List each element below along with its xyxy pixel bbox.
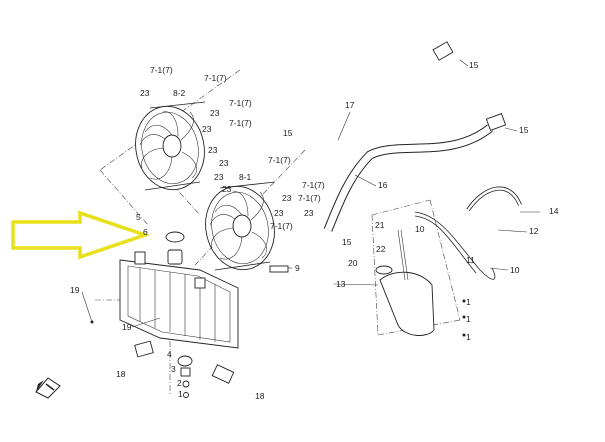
callout-label: 9 — [295, 263, 300, 273]
callout-label: 23 — [222, 184, 232, 194]
hose-17 — [310, 41, 454, 154]
leader-lines — [81, 59, 540, 328]
callout-label: 4 — [167, 349, 172, 359]
callout-label: 19 — [70, 285, 80, 295]
callout-label: 3 — [171, 364, 176, 374]
callout-label: 2 — [177, 378, 182, 388]
callout-label: 12 — [529, 226, 539, 236]
callout-label: 7-1(7) — [298, 193, 321, 203]
hardware — [90, 265, 466, 398]
callout-label: 23 — [214, 172, 224, 182]
callout-label: 10 — [510, 265, 520, 275]
callout-label: 23 — [274, 208, 284, 218]
callout-label: 7-1(7) — [302, 180, 325, 190]
callout-label: 15 — [469, 60, 479, 70]
callout-label: 20 — [348, 258, 358, 268]
hose-16 — [323, 113, 507, 232]
callout-label: 23 — [304, 208, 314, 218]
callout-label: 6 — [143, 227, 148, 237]
callout-label: 1 — [466, 297, 471, 307]
callout-label: 7-1(7) — [229, 98, 252, 108]
callout-label: 8-2 — [173, 88, 186, 98]
vent-tube — [414, 211, 496, 280]
callout-label: 7-1(7) — [270, 221, 293, 231]
callout-label: 21 — [375, 220, 385, 230]
callout-label: 23 — [202, 124, 212, 134]
callout-label: 23 — [210, 108, 220, 118]
callout-label: 15 — [342, 237, 352, 247]
callout-label: 23 — [140, 88, 150, 98]
yellow-pointer-arrow — [11, 210, 151, 260]
callout-label: 1 — [466, 314, 471, 324]
coolant-reservoir — [375, 229, 435, 336]
callout-label: 1 — [178, 389, 183, 399]
callout-label: 17 — [345, 100, 355, 110]
callout-label: 15 — [519, 125, 529, 135]
cooling-fan-upper — [135, 101, 206, 191]
callout-label: 23 — [282, 193, 292, 203]
callout-label: 11 — [466, 255, 475, 265]
front-direction-icon — [35, 377, 61, 399]
callout-label: 7-1(7) — [204, 73, 227, 83]
callout-label: 7-1(7) — [229, 118, 252, 128]
callout-label: 8-1 — [239, 172, 252, 182]
callout-label: 18 — [116, 369, 126, 379]
callout-label: 13 — [336, 279, 346, 289]
radiator — [119, 231, 239, 349]
callout-label: 18 — [255, 391, 265, 401]
cooling-fan-lower — [205, 181, 276, 271]
callout-label: 14 — [549, 206, 559, 216]
callout-label: 7-1(7) — [150, 65, 173, 75]
callout-label: 1 — [466, 332, 471, 342]
callout-label: 19 — [122, 322, 132, 332]
callout-label: 5 — [136, 212, 141, 222]
callout-label: 22 — [376, 244, 386, 254]
callout-label: 16 — [378, 180, 388, 190]
callout-label: 15 — [283, 128, 293, 138]
callout-label: 10 — [415, 224, 425, 234]
callout-label: 7-1(7) — [268, 155, 291, 165]
callout-label: 23 — [208, 145, 218, 155]
callout-label: 23 — [219, 158, 229, 168]
overflow-hose — [466, 186, 522, 212]
